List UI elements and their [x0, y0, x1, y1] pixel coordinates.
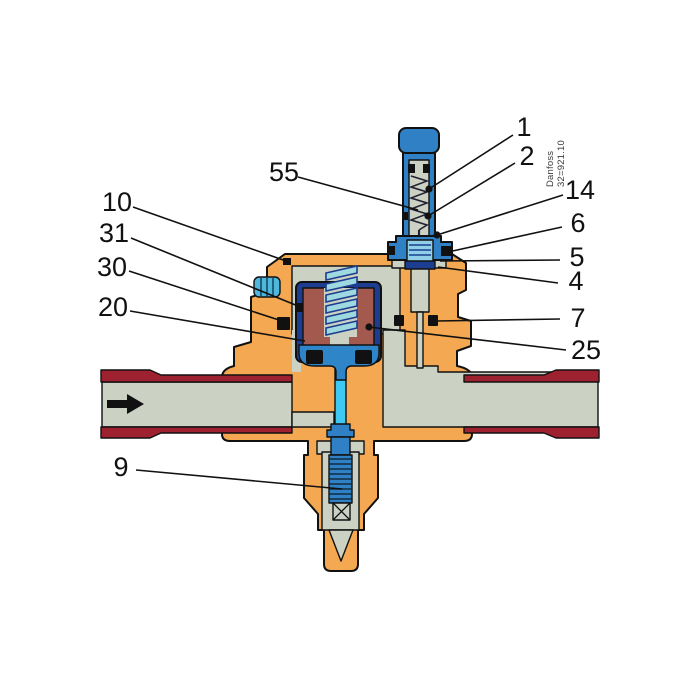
flare-knob: [253, 276, 281, 298]
callout-line-14: [436, 194, 564, 236]
stem-lower-flange: [326, 423, 355, 438]
armature-seal-right: [423, 164, 430, 173]
flange-seal-right: [441, 246, 452, 256]
spindle-tip-slot: [328, 529, 354, 562]
main-spring: [325, 264, 358, 337]
callout-label-10: 10: [102, 187, 132, 217]
callout-line-1: [428, 134, 514, 190]
callout-line-7: [435, 318, 561, 322]
armature-seal-left: [408, 164, 415, 173]
callout-label-25: 25: [571, 335, 601, 365]
callout-label-14: 14: [565, 175, 595, 205]
callout-line-25: [368, 326, 567, 351]
callout-line-30: [128, 270, 283, 322]
callout-label-6: 6: [570, 208, 585, 238]
plate-seal-right: [355, 350, 372, 364]
tube-tick-left: [403, 212, 408, 220]
callout-label-20: 20: [98, 292, 128, 322]
callout-label-2: 2: [519, 141, 534, 171]
callout-dot-2: [424, 212, 432, 220]
inlet-pipe-wall-bottom: [100, 426, 293, 439]
outlet-pipe-wall-bottom: [463, 426, 600, 439]
pilot-spring: [408, 175, 430, 231]
callout-label-31: 31: [99, 218, 129, 248]
stem-collar: [330, 436, 351, 456]
inlet-pipe-wall-top: [100, 369, 293, 383]
armature-tube-cap: [398, 127, 440, 154]
cylinder-wall-tick: [296, 303, 303, 312]
pilot-seat-assembly: [404, 239, 436, 270]
callout-label-9: 9: [113, 452, 128, 482]
callout-line-2: [427, 162, 516, 217]
watermark: Danfoss 32=921.10: [545, 140, 567, 187]
callout-dot-1: [425, 185, 433, 193]
callout-line-6: [447, 226, 563, 253]
flange-seal-left: [388, 246, 395, 255]
callout-line-4: [437, 266, 559, 284]
bonnet-seal-mid-right: [394, 315, 404, 326]
callout-label-7: 7: [570, 303, 585, 333]
callout-label-30: 30: [97, 252, 127, 282]
callout-line-10: [132, 206, 287, 262]
callout-dot-25: [365, 323, 373, 331]
callout-line-31: [130, 237, 299, 307]
callout-dot-14: [433, 231, 441, 239]
flow-arrow: [107, 394, 144, 414]
bonnet-corner-tick: [283, 258, 291, 265]
callout-label-55: 55: [269, 157, 299, 187]
callout-label-4: 4: [568, 266, 583, 296]
callout-label-5: 5: [569, 242, 584, 272]
callout-line-5: [439, 259, 561, 262]
callout-line-20: [129, 310, 306, 342]
bonnet-seal-right: [428, 315, 438, 326]
callout-label-1: 1: [516, 112, 531, 142]
pilot-stem-housing: [410, 267, 430, 313]
outlet-pipe-wall-top: [463, 369, 600, 383]
piston-lower-slot: [330, 332, 349, 347]
plate-seal-left: [306, 350, 323, 364]
under-seat-pocket: [291, 411, 335, 428]
watermark-line1: Danfoss: [545, 151, 556, 187]
callout-line-9: [135, 469, 343, 490]
pilot-channel: [416, 311, 424, 369]
watermark-line2: 32=921.10: [556, 140, 567, 187]
spindle-end-box: [332, 502, 351, 521]
callout-line-55: [297, 176, 419, 211]
bonnet-seal-left: [277, 317, 290, 330]
